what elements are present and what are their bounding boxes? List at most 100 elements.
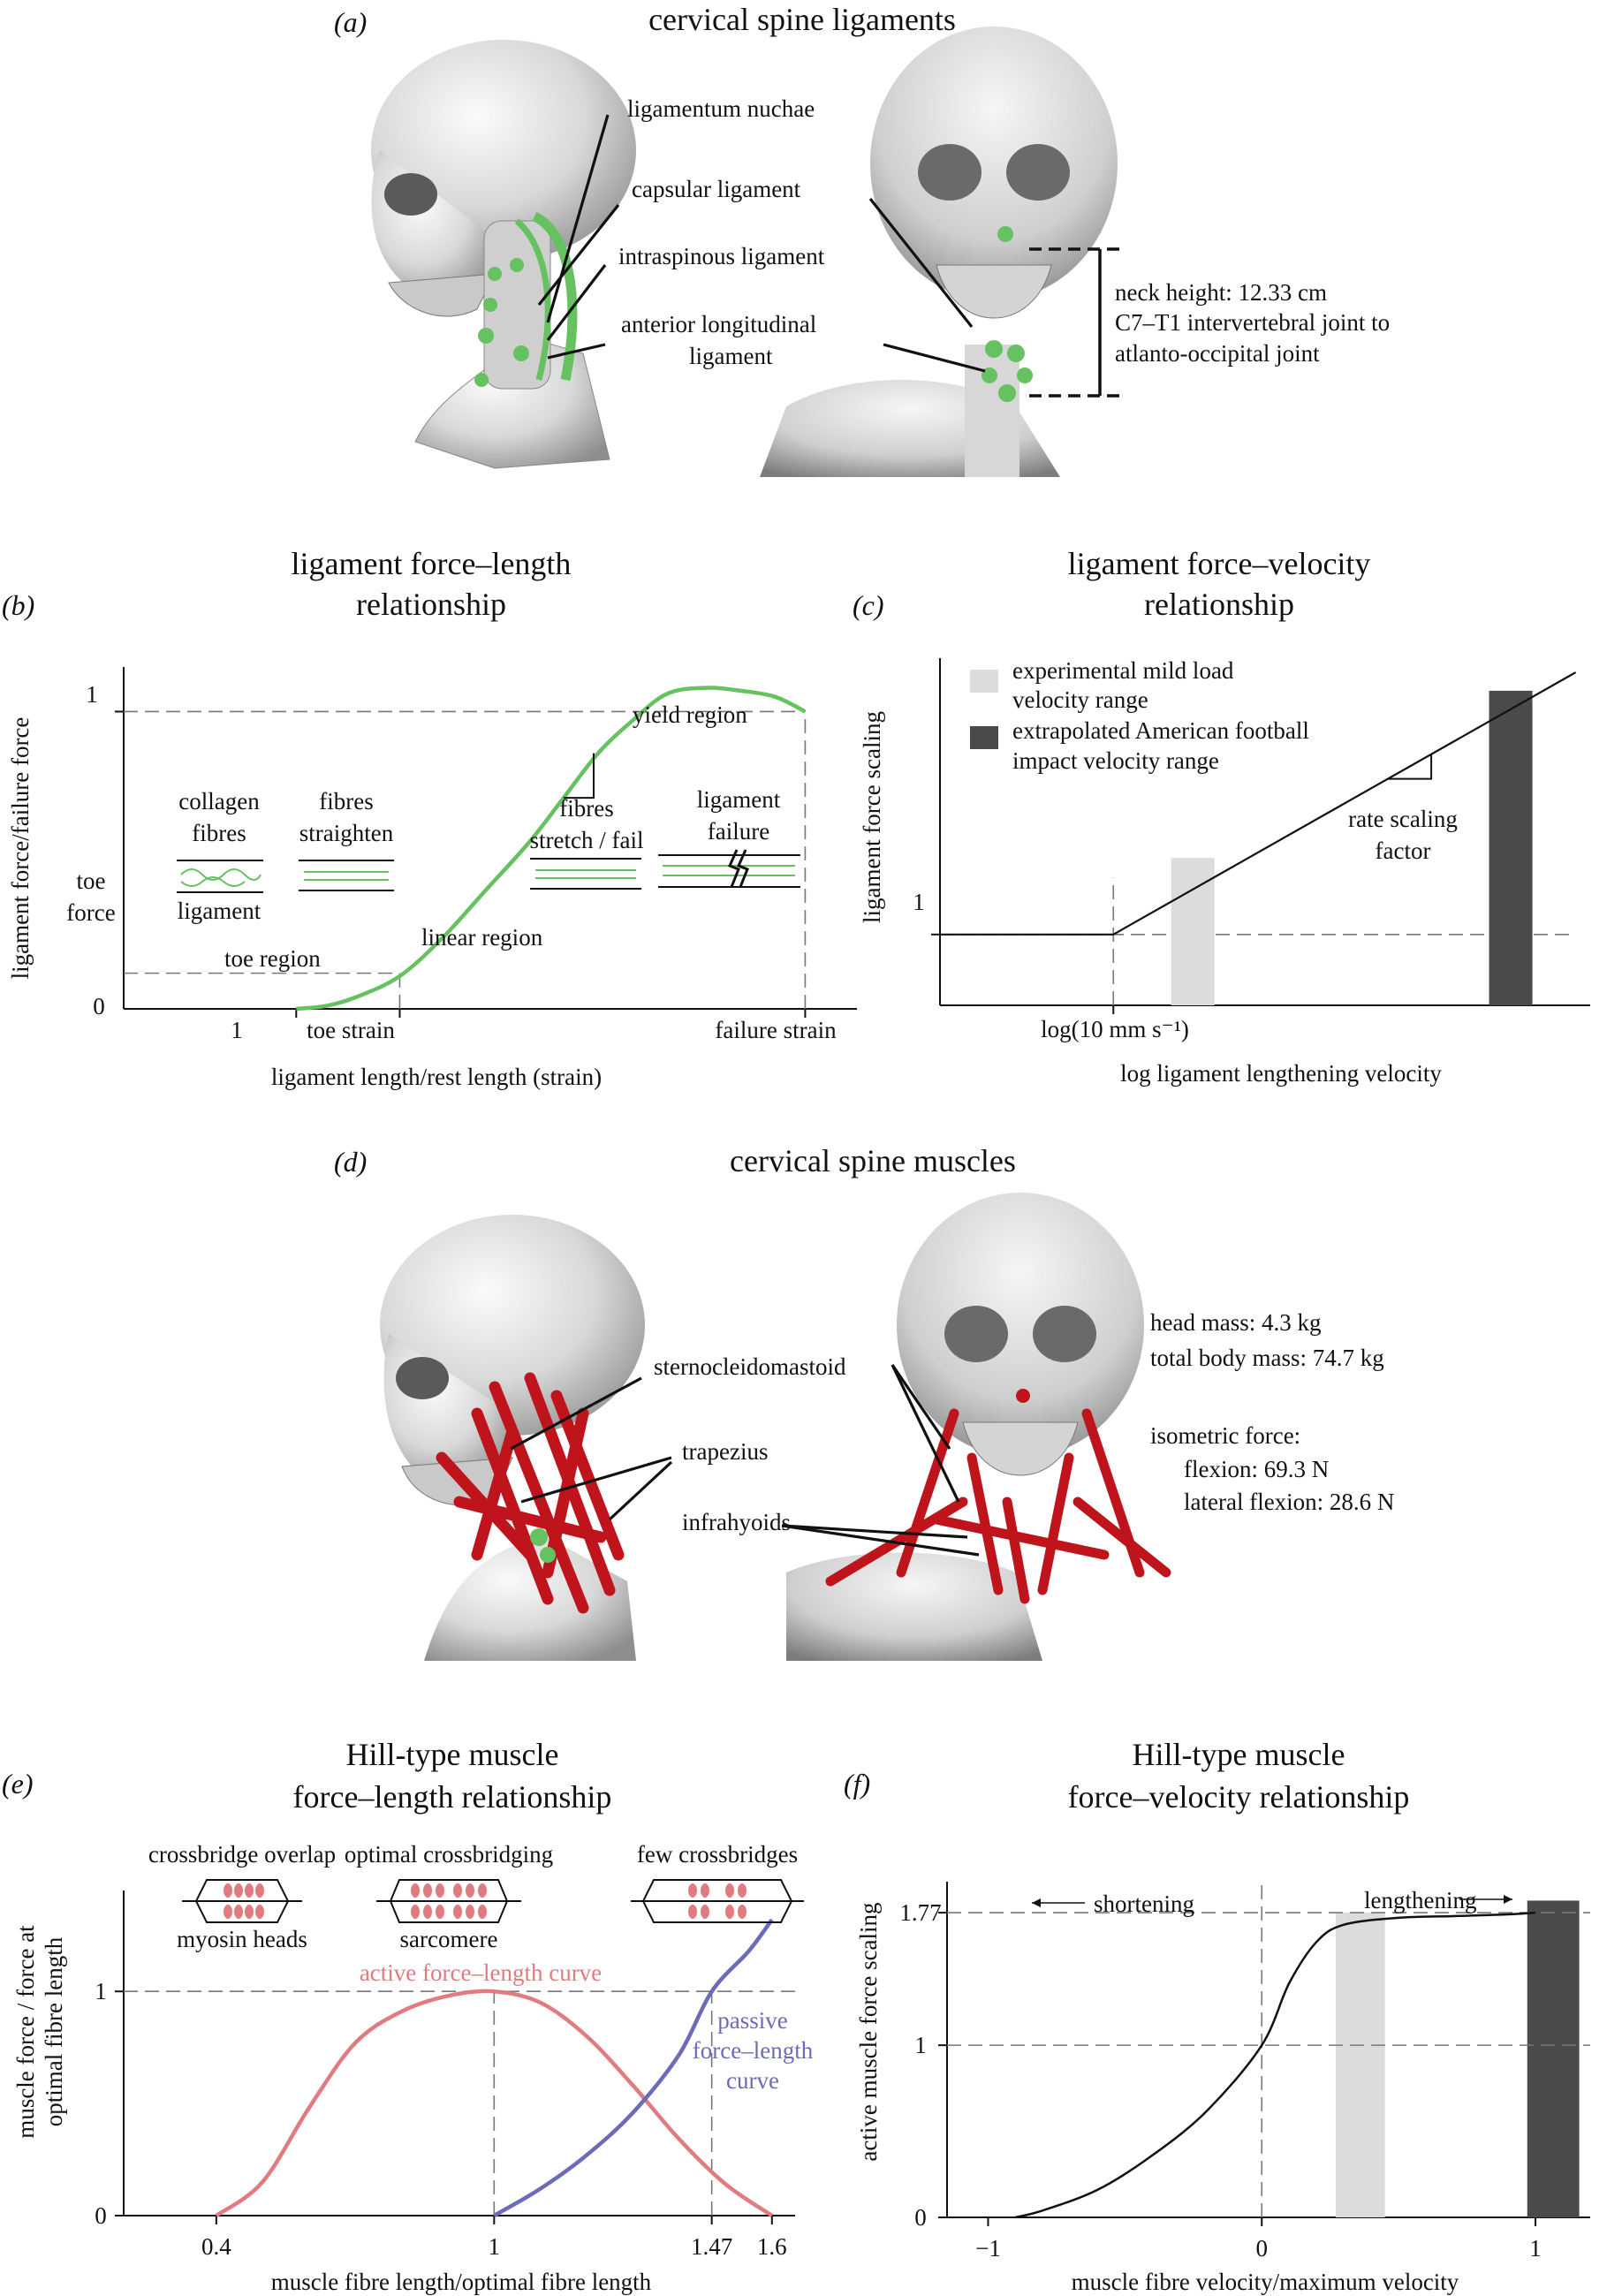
panel-e-title-2: force–length relationship xyxy=(293,1779,612,1815)
legend-extrapolated-2: impact velocity range xyxy=(1012,747,1219,774)
label-lengthening: lengthening xyxy=(1364,1887,1476,1913)
legend-experimental: experimental mild load xyxy=(1012,657,1234,684)
panel-b: (b) ligament force–length relationship l… xyxy=(2,546,857,1090)
label-collagen: collagen xyxy=(178,788,260,815)
label-rate-scaling: rate scaling xyxy=(1348,806,1458,832)
panel-e-xtick-1.6: 1.6 xyxy=(757,2233,787,2260)
panel-b-ytick-toe-1: toe xyxy=(77,868,106,894)
muscle-force-velocity-chart xyxy=(938,1882,1590,2226)
label-ligamentum-nuchae: ligamentum nuchae xyxy=(627,95,815,122)
panel-c-x-axis-title: log ligament lengthening velocity xyxy=(1120,1060,1442,1087)
panel-e-xtick-1: 1 xyxy=(489,2233,501,2260)
label-passive-2: force–length xyxy=(693,2037,814,2064)
muscle-force-velocity-curve xyxy=(1015,1911,1536,2219)
panel-e-label: (e) xyxy=(2,1768,34,1800)
passive-force-length-curve xyxy=(493,1918,774,2217)
panel-d-leader-lines xyxy=(510,1364,980,1557)
panel-f-ytick-2: 1.77 xyxy=(899,1899,941,1926)
label-toe-region: toe region xyxy=(224,945,321,972)
panel-b-ytick-0: 0 xyxy=(93,993,105,1019)
panel-c-legend: experimental mild load velocity range ex… xyxy=(970,657,1309,774)
label-crossbridge-overlap: crossbridge overlap xyxy=(148,1841,336,1868)
label-anterior-longitudinal: anterior longitudinal xyxy=(621,311,816,337)
panel-c: (c) ligament force–velocity relationship… xyxy=(853,546,1590,1087)
panel-b-ytick-1: 1 xyxy=(86,681,98,708)
panel-f-xtick-0: −1 xyxy=(975,2235,1001,2262)
label-shortening: shortening xyxy=(1094,1891,1194,1917)
panel-c-slope-marker xyxy=(1388,754,1433,780)
panel-f-ytick-0: 0 xyxy=(914,2204,927,2231)
panel-b-xtick-failure-strain: failure strain xyxy=(715,1017,837,1043)
muscle-force-length-chart xyxy=(115,1891,795,2224)
label-intraspinous-ligament: intraspinous ligament xyxy=(618,243,825,269)
neck-height-label: neck height: 12.33 cm xyxy=(1115,279,1327,306)
panel-c-title-1: ligament force–velocity xyxy=(1068,546,1371,581)
neck-joint-label-1: C7–T1 intervertebral joint to xyxy=(1115,309,1390,336)
label-myosin-heads: myosin heads xyxy=(177,1926,307,1952)
label-trapezius: trapezius xyxy=(682,1438,768,1465)
label-total-body-mass: total body mass: 74.7 kg xyxy=(1150,1345,1384,1371)
fibre-stage-diagrams xyxy=(177,849,800,893)
label-optimal-crossbridging: optimal crossbridging xyxy=(345,1841,553,1868)
panel-a: (a) cervical spine ligaments xyxy=(334,2,1390,477)
panel-a-label: (a) xyxy=(334,6,367,38)
label-ligament-stage: ligament xyxy=(178,898,261,924)
label-stretch-fail: stretch / fail xyxy=(530,827,644,853)
panel-b-xtick-toe-strain: toe strain xyxy=(307,1017,395,1043)
panel-e: (e) Hill-type muscle force–length relati… xyxy=(2,1737,814,2295)
panel-b-slope-marker xyxy=(564,753,595,799)
label-straighten: straighten xyxy=(299,820,394,846)
panel-e-ytick-0: 0 xyxy=(95,2202,107,2229)
label-infrahyoids: infrahyoids xyxy=(682,1509,791,1535)
panel-c-title-2: relationship xyxy=(1144,587,1294,622)
label-linear-region: linear region xyxy=(421,924,543,951)
legend-experimental-2: velocity range xyxy=(1012,686,1148,713)
panel-d: (d) cervical spine muscles xyxy=(334,1143,1394,1661)
panel-a-title: cervical spine ligaments xyxy=(648,2,956,37)
side-skull-ligaments-illustration xyxy=(371,40,636,469)
football-velocity-bar xyxy=(1489,690,1533,1005)
football-velocity-bar xyxy=(1527,1900,1580,2217)
label-head-mass: head mass: 4.3 kg xyxy=(1150,1309,1321,1336)
side-skull-muscles-illustration xyxy=(380,1215,645,1661)
legend-extrapolated: extrapolated American football xyxy=(1012,717,1309,744)
label-sternocleidomastoid: sternocleidomastoid xyxy=(654,1353,846,1380)
label-ligament: ligament xyxy=(689,343,773,369)
label-passive-1: passive xyxy=(717,2007,788,2034)
label-lateral-flexion: lateral flexion: 28.6 N xyxy=(1184,1489,1394,1515)
panel-f-x-axis-title: muscle fibre velocity/maximum velocity xyxy=(1072,2269,1459,2295)
panel-e-ytick-1: 1 xyxy=(95,1978,107,2004)
shortening-lengthening-arrows xyxy=(1032,1895,1512,1907)
label-fibres-stretch: fibres xyxy=(559,795,613,822)
label-fibres: fibres xyxy=(319,788,373,815)
panel-f-label: (f) xyxy=(844,1768,870,1800)
panel-b-y-axis-title: ligament force/failure force xyxy=(7,717,34,980)
label-capsular-ligament: capsular ligament xyxy=(632,176,801,202)
sarcomere-diagrams xyxy=(182,1879,804,1923)
panel-f-xtick-2: 1 xyxy=(1529,2235,1542,2262)
label-few-crossbridges: few crossbridges xyxy=(637,1841,798,1868)
front-skull-ligaments-illustration xyxy=(760,27,1118,477)
label-yield-region: yield region xyxy=(633,701,747,728)
panel-b-title-1: ligament force–length xyxy=(292,546,572,581)
label-active-curve: active force–length curve xyxy=(360,1959,602,1986)
panel-f-title-1: Hill-type muscle xyxy=(1133,1737,1345,1772)
panel-b-ytick-toe-2: force xyxy=(66,899,115,926)
panel-d-title: cervical spine muscles xyxy=(730,1143,1016,1178)
panel-e-xtick-1.47: 1.47 xyxy=(691,2233,732,2260)
panel-e-xtick-0.4: 0.4 xyxy=(201,2233,231,2260)
ligament-force-length-chart xyxy=(115,667,857,1018)
front-skull-muscles-illustration xyxy=(786,1193,1171,1661)
force-scaling-line xyxy=(940,671,1577,936)
panel-f-y-axis-title: active muscle force scaling xyxy=(855,1902,882,2161)
panel-f-title-2: force–velocity relationship xyxy=(1068,1779,1410,1815)
neck-joint-label-2: atlanto-occipital joint xyxy=(1115,340,1320,367)
label-ligament-failure: ligament xyxy=(697,786,781,813)
experimental-velocity-bar xyxy=(1171,858,1215,1005)
panel-e-y-axis-title-1: muscle force / force at xyxy=(12,1925,39,2139)
panel-c-ytick-1: 1 xyxy=(913,889,925,915)
ligament-force-velocity-chart xyxy=(931,658,1590,1014)
panel-c-label: (c) xyxy=(853,589,884,621)
active-force-length-curve xyxy=(215,1989,774,2217)
